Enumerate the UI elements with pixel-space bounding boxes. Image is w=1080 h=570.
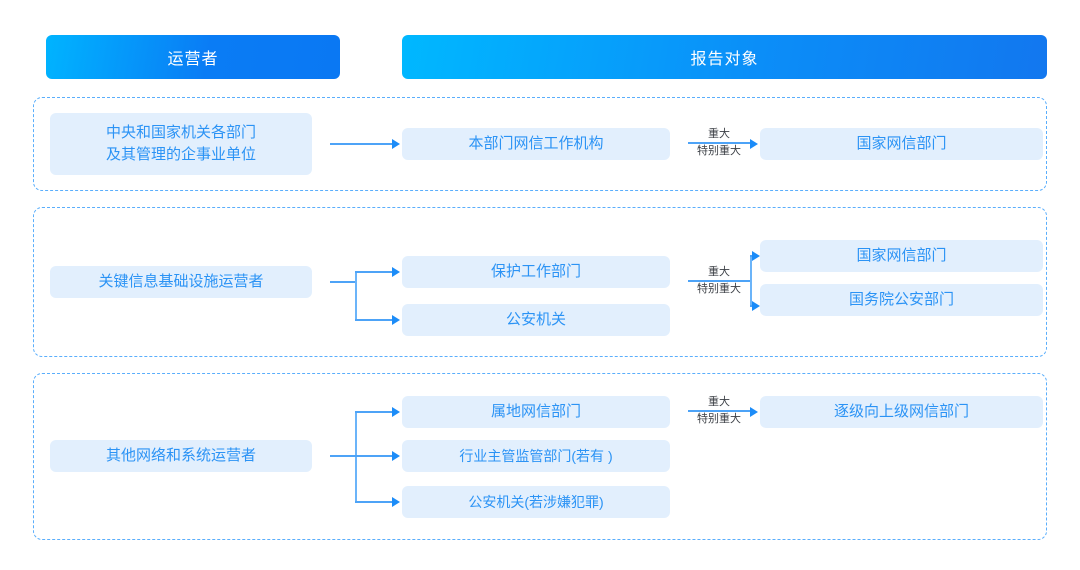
node-operator-other-networks[interactable]: 其他网络和系统运营者: [50, 440, 312, 472]
severity-extra-major: 特别重大: [697, 413, 741, 425]
column-header-operator: 运营者: [46, 35, 340, 79]
connector-arrowhead: [392, 315, 400, 325]
connector-line: [330, 455, 356, 457]
node-local-cyber-department[interactable]: 属地网信部门: [402, 396, 670, 428]
severity-label-group1: 重大 特别重大: [688, 127, 750, 159]
severity-major: 重大: [708, 266, 730, 278]
node-industry-regulator[interactable]: 行业主管监管部门(若有 ): [402, 440, 670, 472]
connector-arrowhead: [752, 251, 760, 261]
connector-line: [330, 281, 356, 283]
severity-divider-line: [688, 410, 750, 412]
column-header-receiver: 报告对象: [402, 35, 1047, 79]
severity-divider-line: [688, 142, 750, 144]
node-operator-critical-infrastructure[interactable]: 关键信息基础设施运营者: [50, 266, 312, 298]
node-protection-department[interactable]: 保护工作部门: [402, 256, 670, 288]
connector-trunk: [355, 271, 357, 321]
node-national-cyber-authority-g1[interactable]: 国家网信部门: [760, 128, 1043, 160]
connector-trunk: [750, 255, 752, 307]
connector-line: [355, 411, 392, 413]
node-national-cyber-authority-g2[interactable]: 国家网信部门: [760, 240, 1043, 272]
connector-arrowhead: [750, 407, 758, 417]
severity-label-group2: 重大 特别重大: [688, 265, 750, 297]
severity-extra-major: 特别重大: [697, 283, 741, 295]
severity-extra-major: 特别重大: [697, 145, 741, 157]
connector-line: [330, 143, 392, 145]
group-frame-other-operators: [33, 373, 1047, 540]
severity-label-group3: 重大 特别重大: [688, 395, 750, 427]
node-public-security-organ-g2[interactable]: 公安机关: [402, 304, 670, 336]
connector-arrowhead: [392, 267, 400, 277]
connector-arrowhead: [392, 139, 400, 149]
connector-arrowhead: [392, 451, 400, 461]
connector-arrowhead: [392, 497, 400, 507]
connector-arrowhead: [750, 139, 758, 149]
severity-divider-line: [688, 280, 750, 282]
node-escalate-to-upper-cyber-department[interactable]: 逐级向上级网信部门: [760, 396, 1043, 428]
group-frame-critical-infrastructure: [33, 207, 1047, 357]
connector-line: [355, 319, 392, 321]
node-label-line1: 中央和国家机关各部门: [105, 124, 256, 142]
connector-line: [355, 455, 392, 457]
node-operator-central-agencies[interactable]: 中央和国家机关各部门 及其管理的企事业单位: [50, 113, 312, 175]
severity-major: 重大: [708, 396, 730, 408]
node-label-line2: 及其管理的企事业单位: [105, 146, 256, 163]
node-state-council-public-security[interactable]: 国务院公安部门: [760, 284, 1043, 316]
node-public-security-organ-g3[interactable]: 公安机关(若涉嫌犯罪): [402, 486, 670, 518]
connector-line: [355, 501, 392, 503]
connector-arrowhead: [392, 407, 400, 417]
node-department-cyber-office[interactable]: 本部门网信工作机构: [402, 128, 670, 160]
group-frame-central-agencies: [33, 97, 1047, 191]
connector-trunk: [355, 411, 357, 503]
connector-line: [355, 271, 392, 273]
severity-major: 重大: [708, 128, 730, 140]
node-label: 中央和国家机关各部门 及其管理的企事业单位: [106, 122, 256, 166]
connector-arrowhead: [752, 301, 760, 311]
